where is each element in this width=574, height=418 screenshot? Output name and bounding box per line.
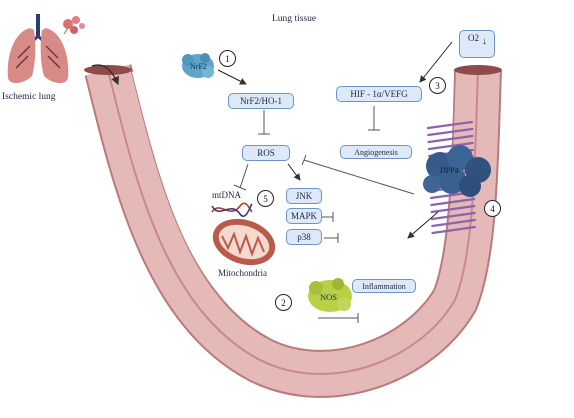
dna-helix <box>211 202 253 217</box>
angiogenesis-box: Angiogenesis <box>340 145 412 159</box>
membrane-stripe <box>427 141 474 151</box>
membrane-stripe <box>431 225 477 235</box>
membrane-stripe <box>430 211 476 221</box>
membrane-stripe <box>427 127 474 137</box>
o2-box: O2 ↓ <box>459 30 495 58</box>
hif-vegf-box: HIF - 1α/VEFG <box>336 86 422 102</box>
nrf2-ho1-box: NrF2/HO-1 <box>228 93 294 109</box>
lung-to-vessel-arrow <box>91 64 120 86</box>
step-5-badge: 5 <box>257 190 274 207</box>
p38-box: p38 <box>286 229 322 245</box>
mitochondria-label: Mitochondria <box>218 268 267 278</box>
ros-box: ROS <box>242 145 290 161</box>
membrane-stripe <box>431 218 476 228</box>
inflammation-box: Inflammation <box>352 279 416 293</box>
lung-tissue-title: Lung tissue <box>272 14 317 24</box>
membrane-stripe <box>427 134 474 144</box>
step-1-badge: 1 <box>219 50 236 67</box>
o2-label: O2 <box>468 33 479 43</box>
dpp4-arrow <box>407 211 439 239</box>
jnk-box: JNK <box>286 188 322 204</box>
down-arrow-icon: ↓ <box>482 36 487 47</box>
step-3-badge: 3 <box>429 77 446 94</box>
nos-protein-label: NOS <box>320 292 338 302</box>
mapk-box: MAPK <box>286 208 322 224</box>
inhibition-lines <box>233 106 415 323</box>
membrane-stripe <box>426 120 474 130</box>
nrf2-protein-label: NrF2 <box>190 62 207 71</box>
lung-icon <box>7 14 85 84</box>
nos-protein <box>308 278 352 312</box>
dpp4-protein-label: DPP4 <box>440 166 459 175</box>
step-4-badge: 4 <box>484 200 501 217</box>
ischemic-lung-label: Ischemic lung <box>2 92 56 102</box>
o2-to-hif-arrow <box>419 41 453 83</box>
dpp4-protein <box>423 145 491 197</box>
nrf2-to-ho1-arrow <box>217 69 247 85</box>
mtdna-label: mtDNA <box>212 190 241 200</box>
step-2-badge: 2 <box>275 294 292 311</box>
mitochondrion <box>212 218 276 266</box>
ros-to-kinases-arrow <box>287 163 301 181</box>
nrf2-protein <box>182 53 214 78</box>
membrane-stripe <box>430 204 476 214</box>
membrane-stripe <box>430 197 476 207</box>
